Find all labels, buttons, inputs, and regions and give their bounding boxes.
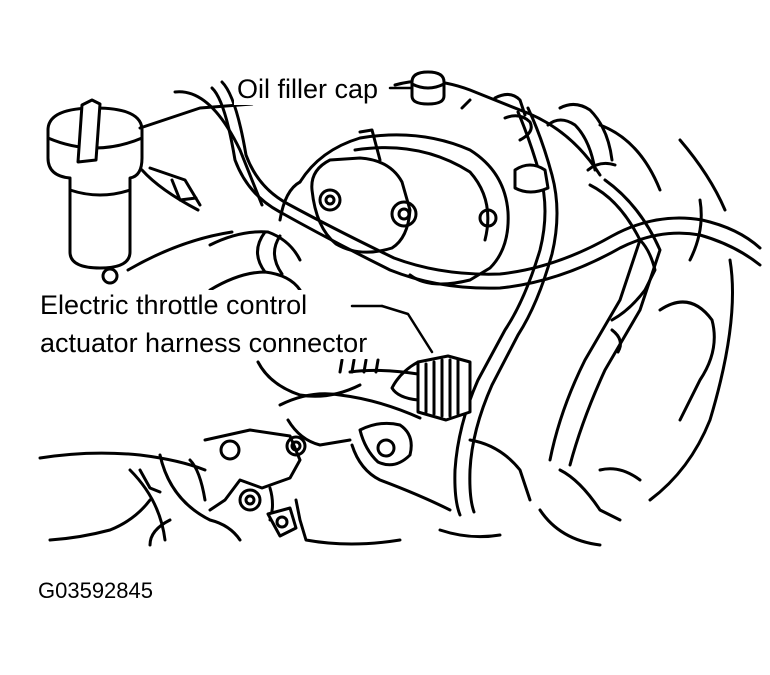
leader-lines <box>352 88 432 352</box>
fluid-reservoir <box>48 100 142 283</box>
lower-engine-block <box>258 362 640 545</box>
oil-filler-cap-label: Oil filler cap <box>234 74 382 106</box>
intake-duct <box>210 232 300 290</box>
hose-top-right <box>548 104 660 190</box>
etc-connector-label-line1: Electric throttle control <box>38 290 310 322</box>
harness-connector <box>340 356 470 420</box>
leader-etc-connector-bend <box>382 306 432 352</box>
figure-id: G03592845 <box>38 578 153 603</box>
mounting-bracket <box>205 430 400 544</box>
hose-right-bundle <box>550 140 733 500</box>
oil-filler-cap <box>412 72 444 104</box>
etc-connector-label-line2: actuator harness connector <box>38 328 370 360</box>
left-lower-structure <box>40 453 240 545</box>
hose-right-vertical <box>455 94 557 515</box>
throttle-body <box>280 130 508 284</box>
hose-upper <box>212 82 760 288</box>
